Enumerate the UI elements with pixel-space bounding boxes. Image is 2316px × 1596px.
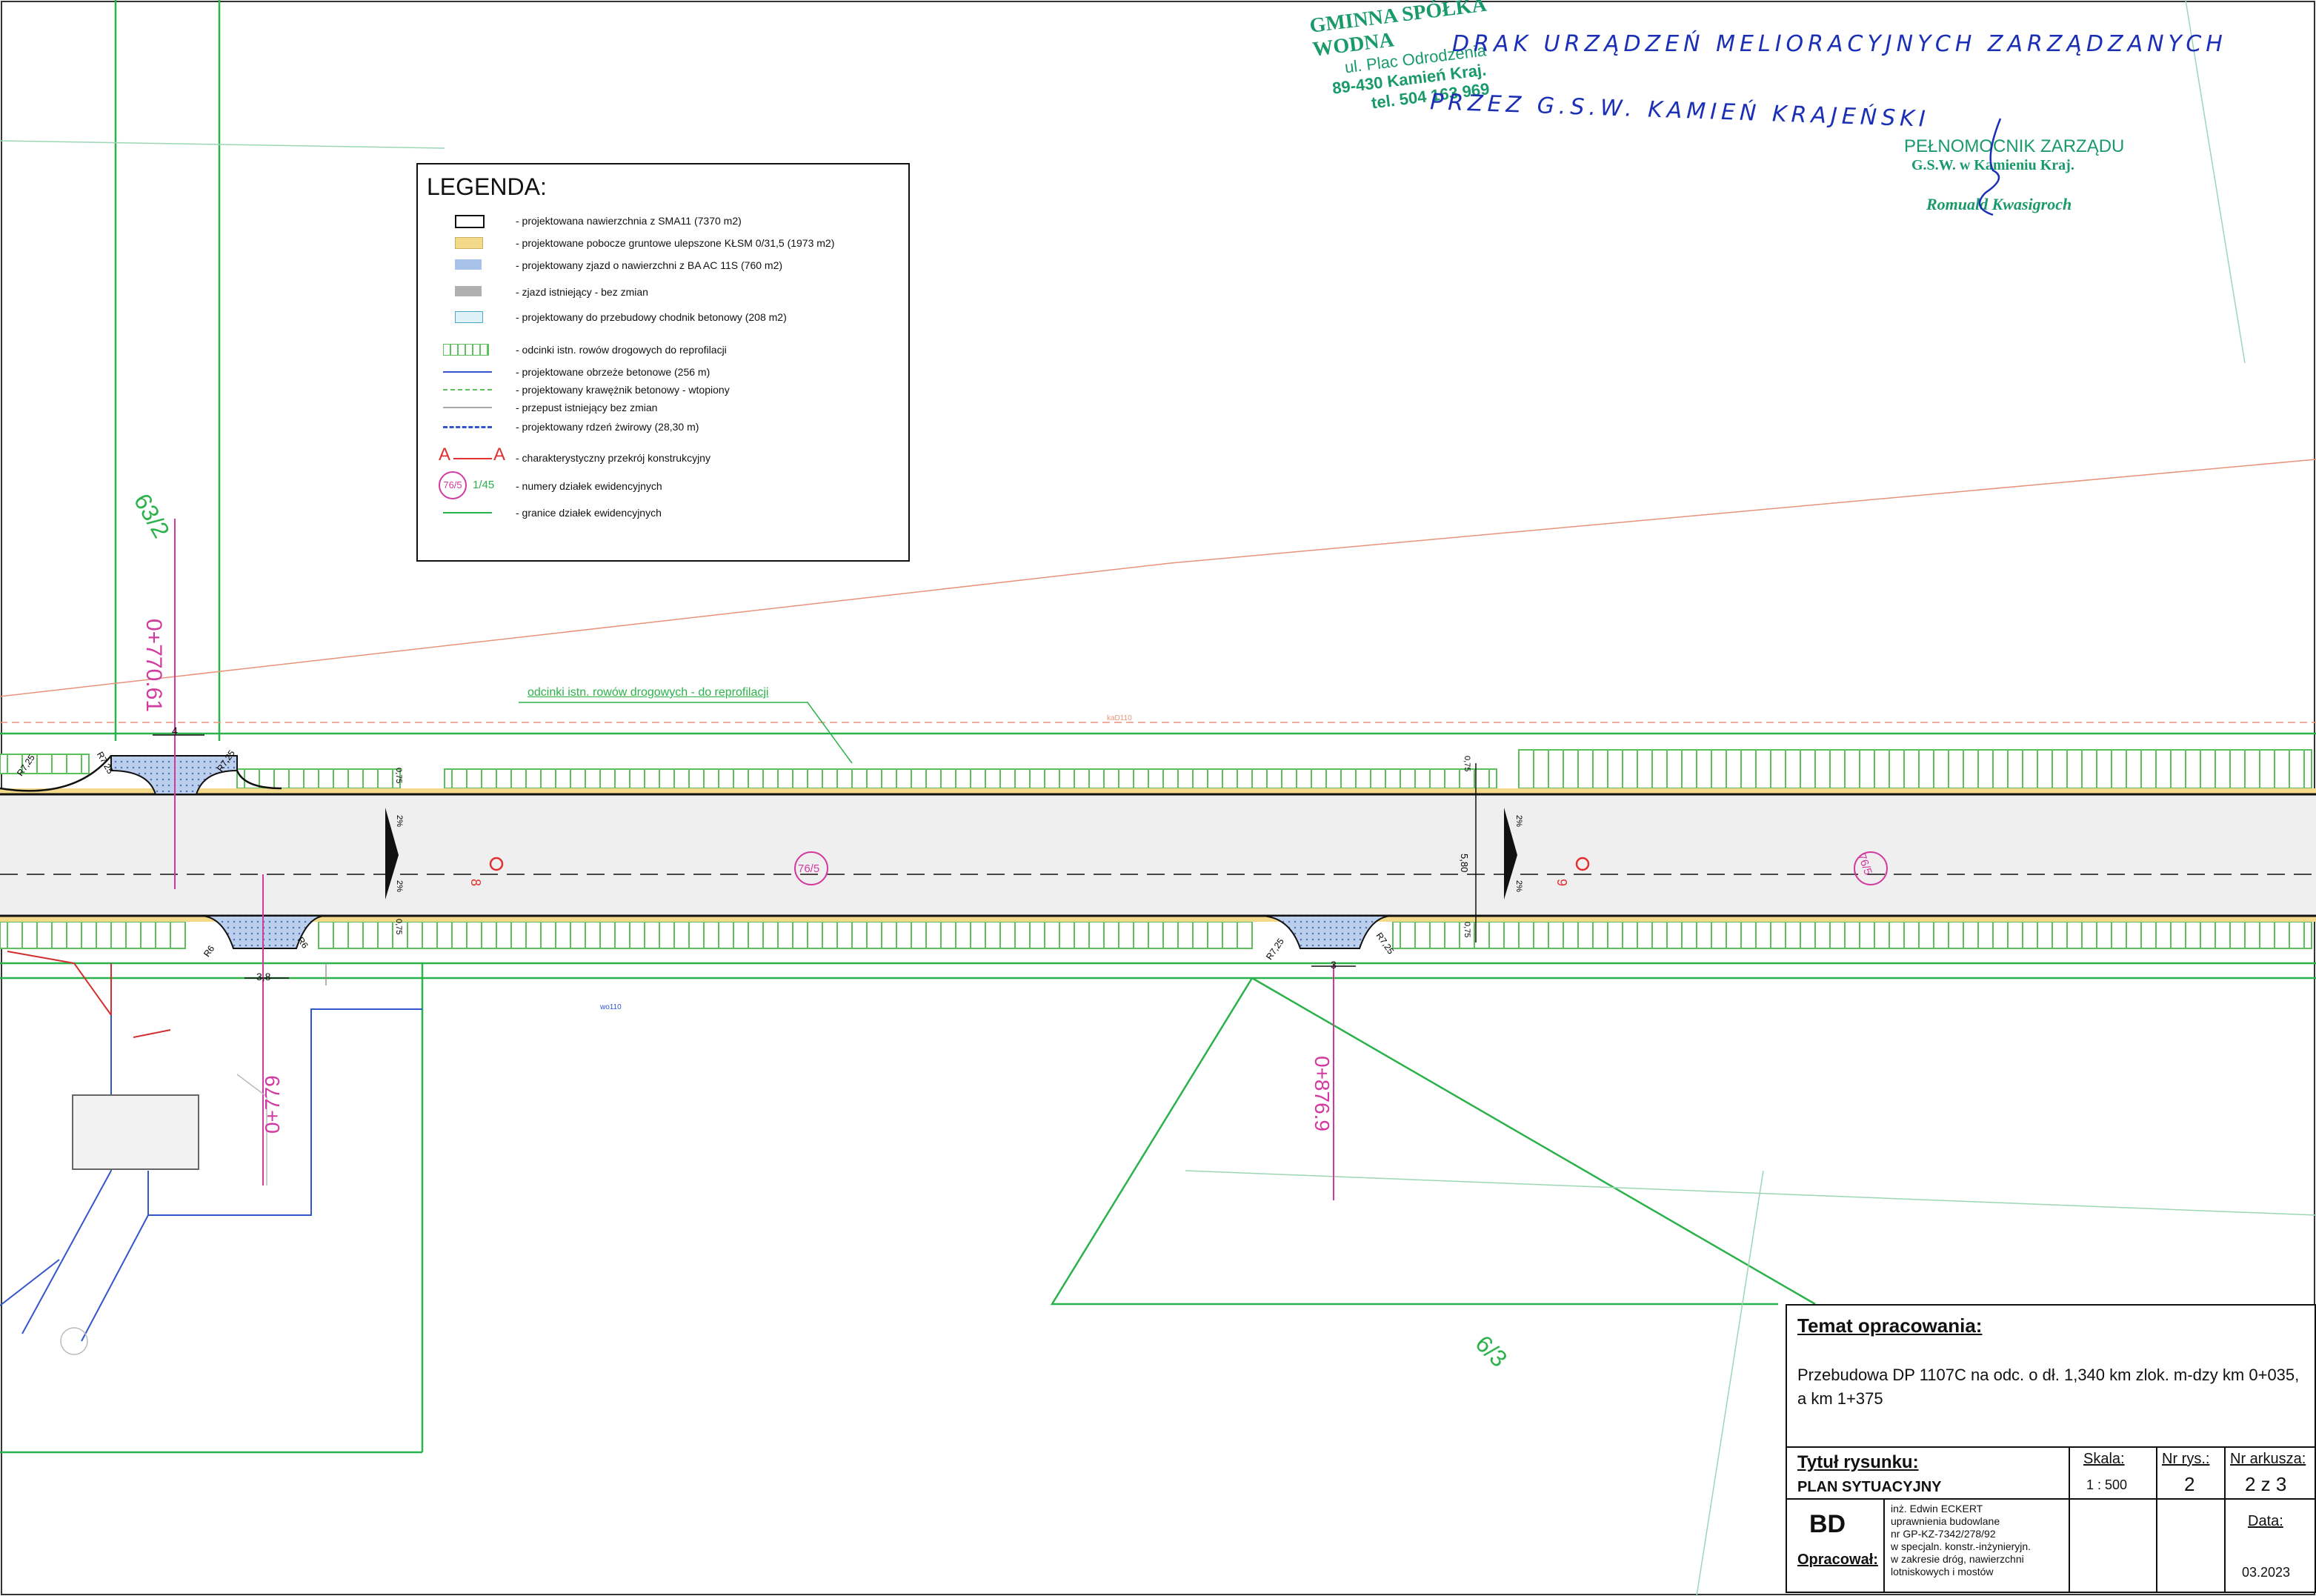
shoulder-south — [0, 916, 2316, 922]
slope-3: 2% — [1514, 815, 1523, 827]
legend-row: - projektowany krawężnik betonowy - wtop… — [439, 379, 730, 400]
sheet-label: Nr arkusza: — [2230, 1451, 2306, 1467]
road-width-dim: 5,80 — [1459, 854, 1470, 873]
chainage-lines — [174, 519, 1334, 1200]
author-line: w specjaln. konstr.-inżynieryjn. — [1891, 1540, 2032, 1552]
legend-symbol-section: A A — [439, 445, 506, 465]
attorney-stamp: PEŁNOMOCNIK ZARZĄDU G.S.W. w Kamieniu Kr… — [1904, 136, 2125, 213]
building-outline — [72, 1094, 199, 1170]
dim-3: 3 — [1331, 959, 1337, 971]
legend-title: LEGENDA: — [427, 173, 547, 200]
legend-symbol-existing-driveway — [439, 283, 505, 301]
ditch-south-2 — [318, 921, 1253, 949]
dim-3-8: 3,8 — [256, 971, 271, 982]
scale-value: 1 : 500 — [2086, 1477, 2128, 1492]
drawing-no-label: Nr rys.: — [2162, 1451, 2210, 1467]
legend-row: - projektowana nawierzchnia z SMA11 (737… — [439, 210, 742, 231]
section-9: 9 — [1554, 879, 1569, 887]
section-markers — [385, 808, 1590, 900]
legend-symbol-culvert — [439, 399, 505, 416]
legend-symbol-ditch — [439, 341, 505, 359]
handwritten-line-1: DRAK URZĄDZEŃ MELIORACYJNYCH ZARZĄDZANYC… — [1452, 31, 2227, 57]
legend-row: A A - charakterystyczny przekrój konstru… — [439, 445, 711, 468]
legend-row: - projektowany rdzeń żwirowy (28,30 m) — [439, 416, 699, 437]
legend-symbol-edging — [439, 363, 505, 381]
road-surface — [0, 794, 2316, 916]
legend-symbol-driveway — [439, 256, 505, 274]
sheet-value: 2 z 3 — [2245, 1473, 2287, 1495]
dim-075-3: 0,75 — [1463, 756, 1471, 772]
parcel-boundaries — [0, 0, 2316, 1454]
author-line: uprawnienia budowlane — [1891, 1515, 2000, 1527]
date-label: Data: — [2248, 1513, 2283, 1529]
legend-row: - odcinki istn. rowów drogowych do repro… — [439, 339, 727, 360]
scale-label: Skala: — [2083, 1451, 2125, 1467]
parcel-circle-1 — [794, 851, 828, 885]
chainage-label-3: 0+876.9 — [1311, 1056, 1334, 1131]
author-line: w zakresie dróg, nawierzchni — [1891, 1553, 2024, 1565]
legend-row: - projektowane pobocze gruntowe ulepszon… — [439, 233, 834, 253]
red-arrows — [7, 951, 171, 1038]
author-line: inż. Edwin ECKERT — [1891, 1503, 1983, 1514]
legend-symbol-sma — [439, 212, 505, 230]
topic-text: Przebudowa DP 1107C na odc. o dł. 1,340 … — [1797, 1366, 2300, 1408]
slope-4: 2% — [1514, 880, 1523, 892]
utility-label-1: kaD110 — [1107, 714, 1132, 722]
title-block: Temat opracowania: Przebudowa DP 1107C n… — [1786, 1304, 2316, 1593]
chainage-label-2: 0+779 — [261, 1075, 284, 1134]
slope-1: 2% — [395, 815, 404, 827]
legend-symbol-sidewalk — [439, 308, 505, 326]
utility-label-2: wo110 — [600, 1003, 622, 1011]
firm-logo: BD — [1809, 1510, 1846, 1538]
drawing-title: PLAN SYTUACYJNY — [1797, 1479, 1942, 1495]
dim-075-2: 0,75 — [394, 919, 403, 935]
legend-box: LEGENDA: - projektowana nawierzchnia z S… — [416, 163, 910, 562]
utility-blue — [0, 978, 422, 1342]
legend-row: - granice działek ewidencyjnych — [439, 502, 662, 523]
ditch-south-1 — [0, 921, 186, 949]
topic-label: Temat opracowania: — [1797, 1314, 1983, 1337]
legend-row: - projektowane obrzeże betonowe (256 m) — [439, 362, 710, 382]
legend-row: - zjazd istniejący - bez zmian — [439, 282, 648, 302]
ditch-south-3 — [1392, 921, 2312, 949]
ditch-north-2 — [444, 768, 1497, 789]
section-8: 8 — [468, 879, 483, 887]
legend-row: - przepust istniejący bez zmian — [439, 397, 657, 418]
chainage-label-1: 0+770.61 — [142, 619, 166, 712]
ditch-note: odcinki istn. rowów drogowych - do repro… — [528, 686, 769, 699]
ditch-north-1 — [236, 768, 401, 789]
dim-4: 4 — [172, 725, 178, 737]
legend-symbol-parcel-number: 76/5 1/45 — [439, 471, 505, 499]
parcel-circle-2 — [1854, 851, 1888, 885]
utility-red — [0, 459, 2316, 723]
title-label: Tytuł rysunku: — [1797, 1452, 1919, 1472]
legend-symbol-curb — [439, 381, 505, 399]
date-value: 03.2023 — [2242, 1565, 2291, 1580]
legend-row: 76/5 1/45 - numery działek ewidencyjnych — [439, 471, 662, 499]
parcel-on-road-1: 76/5 — [798, 862, 820, 875]
dim-075-1: 0,75 — [394, 768, 403, 784]
legend-symbol-parcel-boundary — [439, 504, 505, 522]
prepared-label: Opracował: — [1797, 1552, 1878, 1568]
legend-row: - projektowany do przebudowy chodnik bet… — [439, 307, 787, 327]
ditch-north-3 — [1518, 749, 2312, 789]
dim-075-4: 0,75 — [1463, 922, 1471, 938]
author-line: nr GP-KZ-7342/278/92 — [1891, 1528, 1996, 1540]
legend-row: - projektowany zjazd o nawierzchni z BA … — [439, 255, 782, 276]
signature — [1978, 118, 2002, 216]
legend-symbol-gravel-core — [439, 418, 505, 436]
legend-symbol-shoulder — [439, 234, 505, 252]
author-line: lotniskowych i mostów — [1891, 1566, 1994, 1577]
slope-2: 2% — [395, 880, 404, 892]
drawing-no-value: 2 — [2184, 1473, 2195, 1495]
driveway-south-2 — [1259, 915, 1394, 949]
shoulder-north — [0, 788, 2316, 794]
